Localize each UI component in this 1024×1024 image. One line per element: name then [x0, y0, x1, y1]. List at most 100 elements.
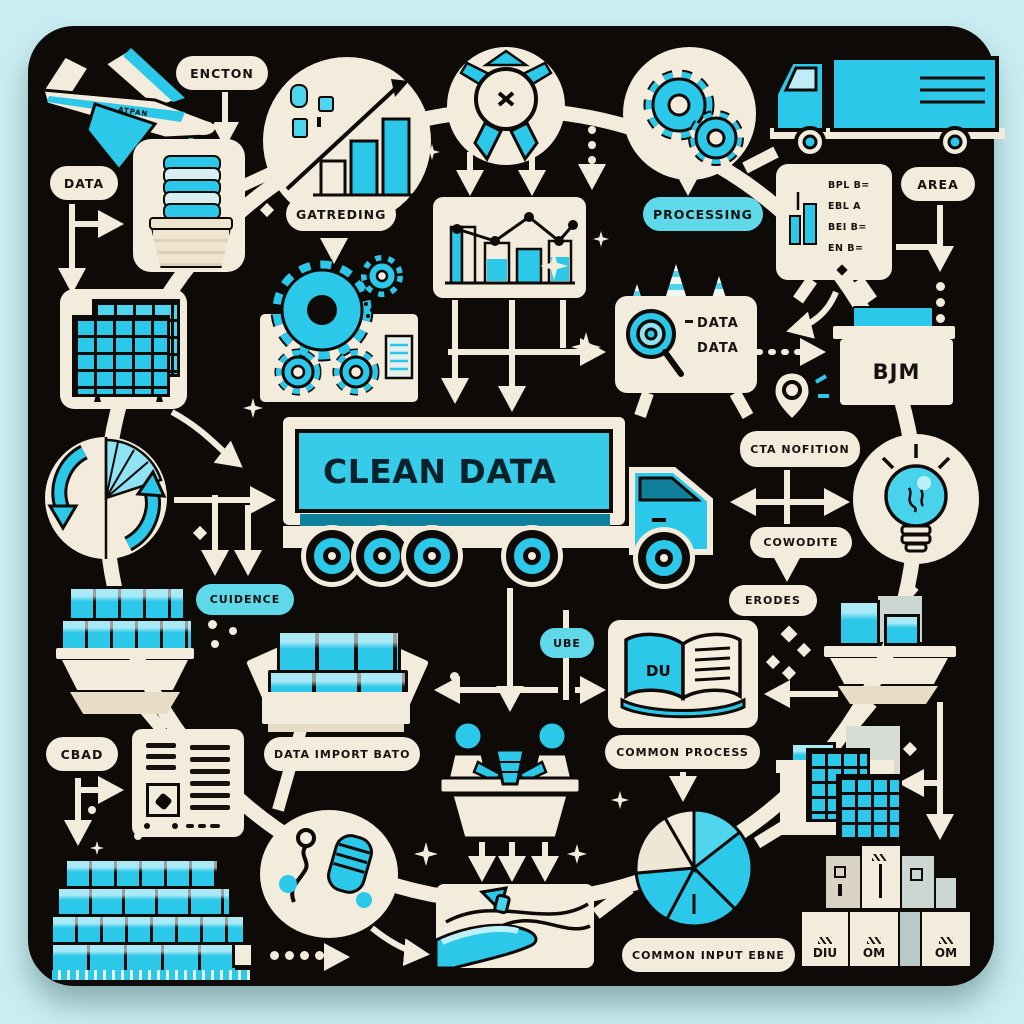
wiping-hand-icon [434, 884, 594, 970]
magnifier-caption: DATA DATA [697, 312, 739, 361]
airplane-icon [40, 46, 216, 173]
basket-right-book [838, 600, 880, 646]
package-box-back [936, 878, 956, 908]
dotted-line-dot [588, 126, 596, 134]
box-label: OM [862, 946, 886, 960]
dotted-line-dot [588, 141, 596, 149]
storage-box-icon: BJM [840, 339, 953, 405]
truck-wheel [306, 530, 358, 582]
list-item: EBL A [828, 200, 861, 212]
grid-card-front [836, 774, 902, 840]
medal-drawing [459, 49, 553, 162]
basket-blocks-row [60, 618, 194, 652]
dotted-arrow-dot [315, 951, 324, 960]
label-data-import: DATA IMPORT BATO [264, 737, 421, 771]
package-boxes-icon: DIU [802, 912, 848, 966]
label-processing: PROCESSING [643, 197, 763, 231]
blocks-wall-row [56, 886, 232, 918]
open-book-icon: DU [608, 620, 758, 728]
label-commodite: COWODITE [750, 527, 852, 558]
medal-icon [447, 47, 565, 165]
label-ube: UBE [540, 628, 594, 658]
box-label: OM [934, 946, 958, 960]
dotted-line-dot [134, 832, 142, 840]
basket-base [70, 692, 180, 714]
open-book-drawing: DU [620, 632, 746, 719]
people-table-icon [438, 720, 582, 840]
label-common-input: COMMON INPUT EBNE [622, 938, 795, 972]
basket-blocks-row [68, 586, 186, 622]
bar-line-chart-drawing [445, 212, 578, 285]
spreadsheet-grid-icon [60, 289, 187, 409]
magnifier-caption-line1: DATA [697, 316, 739, 331]
gear-set-icon [260, 253, 418, 402]
map-pin-icon [772, 370, 829, 423]
dotted-arrow-dot [270, 951, 279, 960]
magnifier-caption-line2: DATA [697, 340, 739, 356]
basket-right-body [830, 658, 948, 684]
wiping-hand-drawing [434, 886, 591, 970]
label-common-process: COMMON PROCESS [605, 735, 760, 769]
list-diamond [836, 264, 848, 276]
blocks-wall-end [232, 942, 254, 968]
list-items: BPL B= EBL A BEI B= EN B= [828, 176, 870, 260]
storage-box-shelf [833, 326, 955, 339]
book-text: DU [646, 662, 671, 680]
list-item: BEI B= [828, 221, 867, 233]
package-box-back [862, 846, 900, 908]
pedestal-base [151, 228, 231, 268]
basket-right-book [884, 614, 920, 646]
dotted-arrow-dot [300, 951, 309, 960]
dotted-line-dot [211, 640, 219, 648]
growth-chart-drawing [285, 79, 415, 197]
gears-circle-icon [623, 47, 756, 180]
growth-chart-icon [263, 57, 431, 225]
package-box-back [826, 856, 860, 908]
list-item: BPL B= [828, 180, 870, 191]
pie-chart-icon [634, 808, 754, 928]
clean-data-trailer: CLEAN DATA [295, 429, 613, 513]
magnifier-icon [626, 309, 684, 377]
refresh-cycle-icon [45, 437, 167, 559]
document-icon [132, 729, 244, 837]
dotted-line-dot [936, 298, 945, 307]
dash-mark [685, 320, 693, 323]
dotted-line-dot [88, 806, 96, 814]
basket-rim [56, 648, 194, 659]
blocks-wall-strip [52, 970, 250, 980]
box-label: DIU [812, 946, 838, 960]
list-item: EN B= [828, 242, 864, 254]
grid-front [72, 315, 170, 397]
dotted-line-dot [450, 672, 459, 681]
blocks-wall-row [50, 942, 238, 974]
box-books-row [277, 630, 401, 674]
lightbulb-drawing [881, 444, 951, 553]
dotted-line-dot [936, 282, 945, 291]
bar-line-chart-icon [433, 197, 586, 298]
truck-wheel [638, 532, 690, 584]
label-erodes: ERODES [729, 585, 817, 616]
label-cta: CTA NOFITION [740, 431, 860, 467]
label-cuidence: CUIDENCE [196, 584, 294, 615]
truck-wheel [356, 530, 408, 582]
cleaning-mitt-drawing [279, 828, 373, 908]
package-box-back [902, 856, 934, 908]
truck-cab [629, 467, 713, 555]
data-stack-icon [133, 139, 245, 272]
label-data: DATA [50, 166, 118, 200]
magnifier-panel: DATA DATA [615, 296, 757, 393]
package-boxes-icon: OM [922, 912, 970, 966]
package-box-slab [900, 912, 920, 966]
dotted-line-dot [208, 620, 217, 629]
lightbulb-icon [853, 434, 979, 564]
dotted-arrow-dot [285, 951, 294, 960]
list-panel-icon [789, 192, 817, 245]
truck-wheel [406, 530, 458, 582]
open-box-front [262, 692, 410, 724]
label-encton: ENCTON [176, 56, 268, 90]
dotted-line-dot [588, 156, 596, 164]
basket-right-base [838, 686, 938, 704]
label-gathering: GATREDING [286, 197, 397, 231]
list-panel: BPL B= EBL A BEI B= EN B= [776, 164, 892, 280]
